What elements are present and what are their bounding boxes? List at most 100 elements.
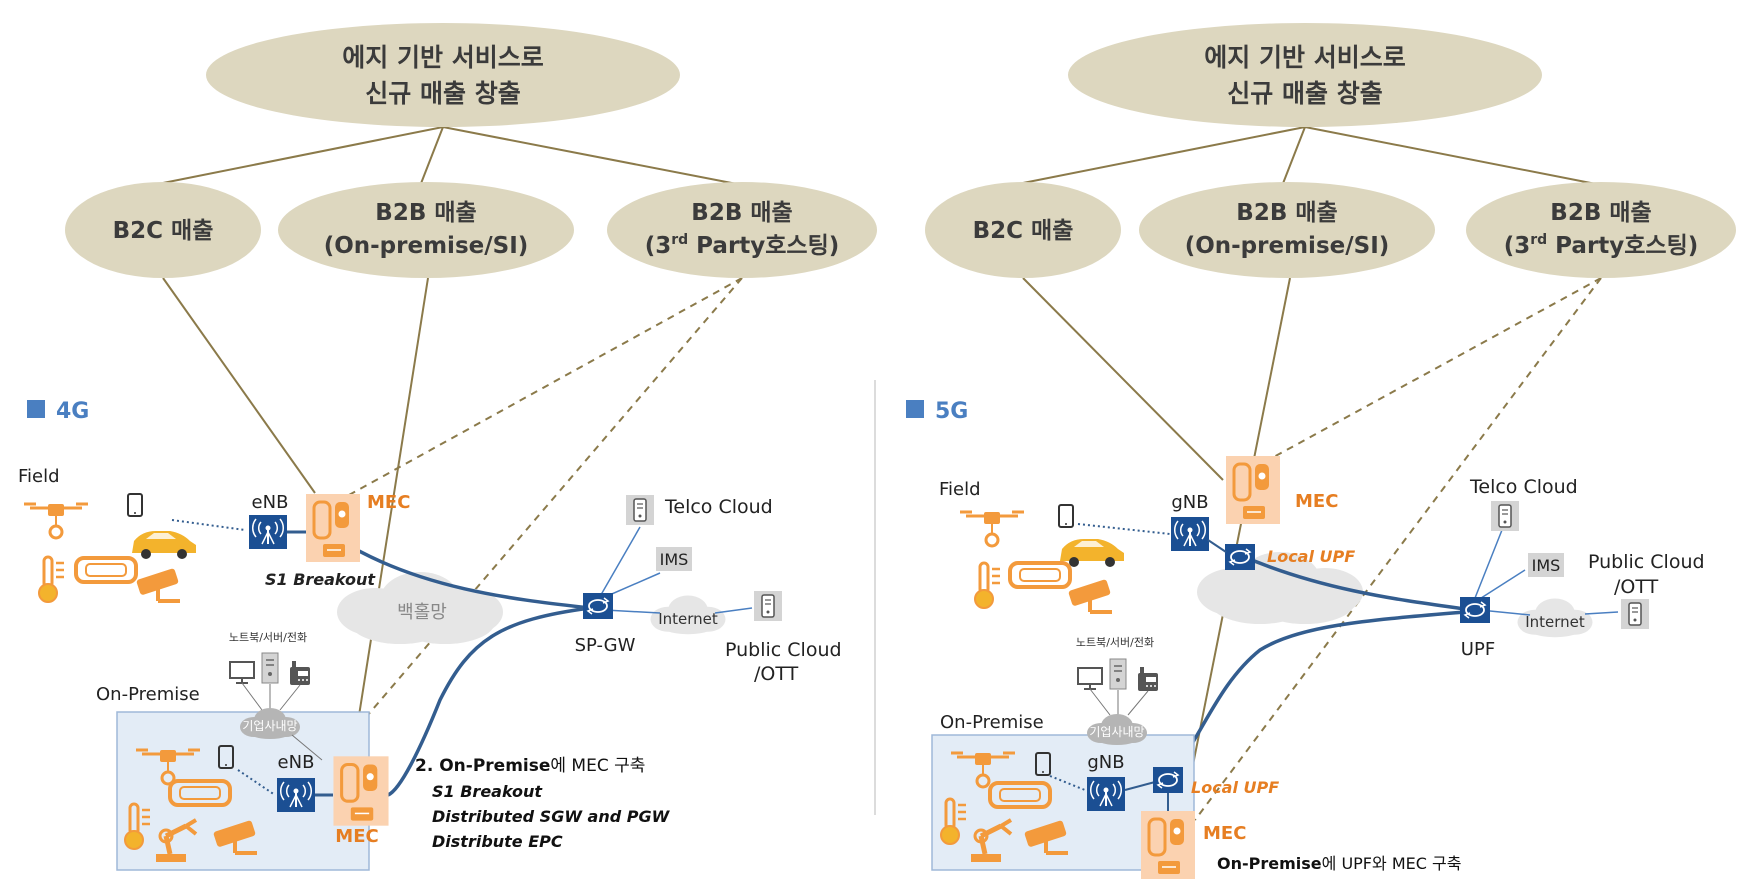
device-links-5g bbox=[1089, 688, 1149, 716]
b2b-3rd-5g-line1: B2B 매출 bbox=[1550, 200, 1651, 226]
telco-cloud-label: Telco Cloud bbox=[664, 496, 773, 518]
intranet-label-5g: 기업사내망 bbox=[1089, 725, 1144, 739]
section-square-5g bbox=[906, 400, 924, 418]
intranet-mec-link bbox=[291, 734, 323, 761]
sp-gw-router-icon bbox=[582, 592, 614, 620]
gnb-label: gNB bbox=[1171, 492, 1208, 513]
b2b-onprem-ellipse-5g bbox=[1139, 182, 1435, 278]
top-ellipse-5g-line1: 에지 기반 서비스로 bbox=[1204, 43, 1405, 72]
upf-label: UPF bbox=[1461, 639, 1495, 660]
upf-router-icon bbox=[1459, 596, 1491, 624]
dashed-lines bbox=[339, 277, 743, 731]
premise-mec-label-5g: MEC bbox=[1203, 823, 1246, 844]
thermometer-icon bbox=[37, 555, 66, 604]
premise-gnb-upf-link bbox=[1124, 781, 1156, 791]
panel-4g: 에지 기반 서비스로 신규 매출 창출 B2C 매출 B2B 매출 (On-pr… bbox=[18, 23, 877, 871]
ims-label-5g: IMS bbox=[1532, 556, 1561, 575]
gnb-upf-link bbox=[1207, 539, 1227, 553]
field-wireless-link-5g bbox=[1077, 523, 1171, 535]
panel-5g: 에지 기반 서비스로 신규 매출 창출 B2C 매출 B2B 매출 (On-pr… bbox=[906, 23, 1736, 881]
b2b-3rd-line2: (3rd Party호스팅) bbox=[645, 232, 840, 259]
cctv-icon-5g bbox=[1065, 576, 1114, 614]
telco-cloud-server-icon bbox=[625, 494, 655, 526]
monitor-icon bbox=[229, 661, 255, 684]
thermometer-icon-5g bbox=[973, 561, 1002, 610]
monitor-icon-5g bbox=[1077, 667, 1103, 690]
premise-mec-icon bbox=[331, 754, 391, 828]
b2b-onprem-ellipse bbox=[278, 182, 574, 278]
premise-gnb-antenna-icon bbox=[1086, 776, 1126, 812]
enb-antenna-icon bbox=[248, 514, 288, 550]
drone-icon bbox=[22, 502, 90, 540]
on-premise-label-5g: On-Premise bbox=[940, 712, 1044, 733]
enb-label: eNB bbox=[252, 492, 289, 513]
premise-wireless-link-5g bbox=[1049, 775, 1086, 791]
field-wireless-link bbox=[171, 519, 246, 531]
car-icon-5g bbox=[1060, 539, 1124, 567]
public-cloud-label2: /OTT bbox=[754, 663, 799, 685]
telco-cloud-server-icon-5g bbox=[1490, 500, 1520, 532]
top-ellipse-line1: 에지 기반 서비스로 bbox=[342, 43, 543, 72]
sp-gw-label: SP-GW bbox=[575, 635, 636, 656]
server-tower-icon bbox=[261, 652, 279, 684]
field-label: Field bbox=[18, 466, 60, 487]
internet-label: Internet bbox=[658, 610, 718, 628]
telco-cloud-label-5g: Telco Cloud bbox=[1469, 476, 1578, 498]
b2c-ellipse bbox=[65, 182, 261, 278]
public-cloud-server-icon bbox=[753, 590, 783, 622]
b2b-3rd-ellipse bbox=[607, 182, 877, 278]
mec-icon-5g bbox=[1224, 454, 1282, 526]
section-label-5g: 5G bbox=[935, 399, 968, 424]
ims-box-5g bbox=[1528, 553, 1564, 577]
on-premise-box bbox=[116, 711, 370, 871]
car-icon bbox=[132, 531, 196, 559]
note-5g: On-Premise에 UPF와 MEC 구축 bbox=[1217, 854, 1461, 873]
thin-lines bbox=[597, 526, 753, 614]
public-cloud-label1: Public Cloud bbox=[725, 639, 842, 661]
premise-enb-antenna-icon bbox=[276, 777, 316, 813]
ims-box bbox=[656, 547, 692, 571]
top-ellipse-5g-line2: 신규 매출 창출 bbox=[1227, 79, 1382, 108]
b2b-3rd-ellipse-5g bbox=[1466, 182, 1736, 278]
mec-label-5g: MEC bbox=[1295, 491, 1338, 512]
b2b-3rd-line1: B2B 매출 bbox=[691, 200, 792, 226]
top-ellipse bbox=[206, 23, 680, 127]
premise-gnb-label: gNB bbox=[1087, 752, 1124, 773]
devices-label: 노트북/서버/전화 bbox=[229, 631, 307, 644]
local-upf-router-icon bbox=[1224, 543, 1256, 571]
top-ellipse-5g bbox=[1068, 23, 1542, 127]
s1-breakout-label: S1 Breakout bbox=[265, 570, 376, 589]
premise-local-upf-label: Local UPF bbox=[1191, 778, 1279, 797]
backhaul-label: 백홀망 bbox=[397, 602, 447, 623]
b2c-label-5g: B2C 매출 bbox=[973, 218, 1074, 244]
b2b-onprem-5g-line2: (On-premise/SI) bbox=[1185, 233, 1390, 259]
public-cloud-label1-5g: Public Cloud bbox=[1588, 551, 1705, 573]
vr-headset-icon-5g bbox=[1008, 561, 1072, 589]
vr-headset-icon bbox=[74, 556, 138, 584]
premise-enb-label: eNB bbox=[278, 752, 315, 773]
phone-icon bbox=[127, 493, 143, 517]
b2b-onprem-line2: (On-premise/SI) bbox=[324, 233, 529, 259]
public-cloud-server-icon-5g bbox=[1620, 598, 1650, 630]
top-ellipse-line2: 신규 매출 창출 bbox=[365, 79, 520, 108]
mec-label: MEC bbox=[367, 492, 410, 513]
cctv-icon bbox=[133, 565, 182, 603]
network-lines bbox=[339, 538, 591, 797]
on-premise-label: On-Premise bbox=[96, 684, 200, 705]
local-upf-label: Local UPF bbox=[1267, 547, 1355, 566]
b2b-3rd-5g-line2: (3rd Party호스팅) bbox=[1504, 232, 1699, 259]
note-line-2: Distributed SGW and PGW bbox=[432, 807, 671, 826]
b2b-onprem-line1: B2B 매출 bbox=[375, 200, 476, 226]
ims-label: IMS bbox=[660, 550, 689, 569]
premise-local-upf-router-icon bbox=[1152, 766, 1184, 794]
drone-icon-5g bbox=[958, 510, 1026, 548]
note-line-3: Distribute EPC bbox=[432, 832, 563, 851]
server-tower-icon-5g bbox=[1109, 658, 1127, 690]
note-title: 2. On-Premise에 MEC 구축 bbox=[415, 756, 645, 776]
note-line-1: S1 Breakout bbox=[432, 782, 543, 801]
telephone-icon bbox=[290, 661, 310, 685]
mec-icon bbox=[304, 492, 362, 564]
internet-label-5g: Internet bbox=[1525, 613, 1585, 631]
device-links bbox=[241, 682, 301, 711]
b2c-label: B2C 매출 bbox=[113, 218, 214, 244]
